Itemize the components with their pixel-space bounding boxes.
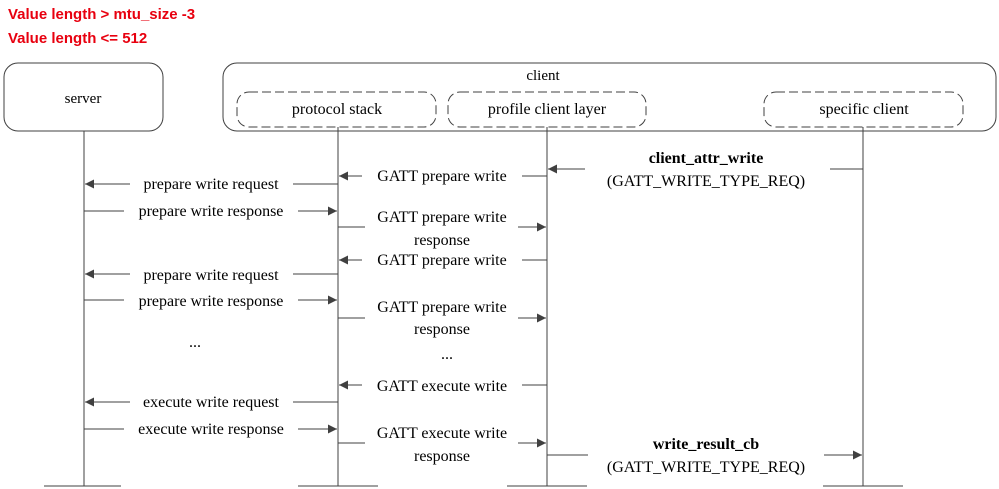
protocol-stack-box xyxy=(236,91,437,128)
prepare-write-request-1-label: prepare write request xyxy=(143,176,279,193)
specific-client-box xyxy=(763,91,964,128)
write-result-cb-label: write_result_cb xyxy=(653,436,759,453)
prepare-write-request-2-label: prepare write request xyxy=(143,267,279,284)
gatt-execute-write-response-label-line2: response xyxy=(414,448,470,465)
ellipsis-server-side: ... xyxy=(189,334,201,351)
protocol-stack-label: protocol stack xyxy=(292,101,382,118)
gatt-prepare-write-response-2-label-line2: response xyxy=(414,321,470,338)
gatt-prepare-write-1-label: GATT prepare write xyxy=(377,168,506,185)
gatt-prepare-write-response-1-label-line2: response xyxy=(414,232,470,249)
profile-client-layer-label: profile client layer xyxy=(488,101,607,118)
client-attr-write-type-label: (GATT_WRITE_TYPE_REQ) xyxy=(607,173,805,190)
server-label: server xyxy=(65,91,102,107)
gatt-prepare-write-response-2-label: GATT prepare write xyxy=(377,299,506,316)
client-attr-write-label: client_attr_write xyxy=(649,150,764,167)
gatt-prepare-write-response-1-label: GATT prepare write xyxy=(377,209,506,226)
prepare-write-response-2-label: prepare write response xyxy=(139,293,284,310)
write-result-cb-type-label: (GATT_WRITE_TYPE_REQ) xyxy=(607,459,805,476)
gatt-prepare-write-2-label: GATT prepare write xyxy=(377,252,506,269)
profile-client-layer-box xyxy=(447,91,647,128)
condition-note-2: Value length <= 512 xyxy=(8,30,148,47)
gatt-execute-write-label: GATT execute write xyxy=(377,378,507,395)
prepare-write-response-1-label: prepare write response xyxy=(139,203,284,220)
gatt-execute-write-response-label: GATT execute write xyxy=(377,425,507,442)
condition-note-1: Value length > mtu_size -3 xyxy=(8,6,196,23)
client-group-label: client xyxy=(526,68,560,84)
execute-write-request-label: execute write request xyxy=(143,394,279,411)
specific-client-label: specific client xyxy=(819,101,909,118)
execute-write-response-label: execute write response xyxy=(138,421,284,438)
ellipsis-client-side: ... xyxy=(441,346,453,363)
